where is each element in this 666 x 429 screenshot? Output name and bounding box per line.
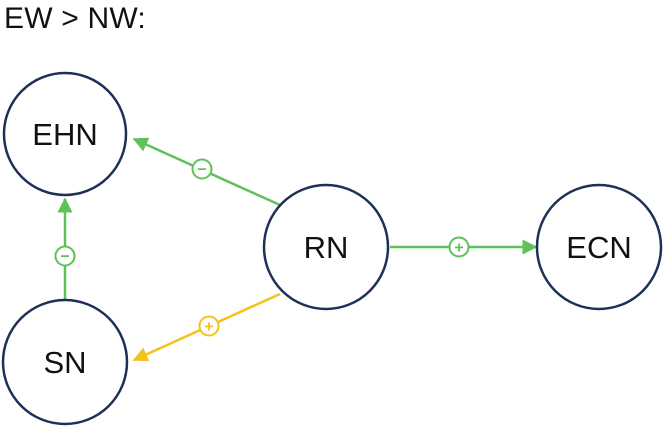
edge-sn-to-ehn: − xyxy=(54,197,76,300)
diagram-title: EW > NW: xyxy=(4,2,146,35)
minus-sign-icon xyxy=(191,158,213,180)
node-ehn: EHN xyxy=(2,71,128,197)
node-sn: SN xyxy=(1,298,129,426)
edge-sign-label: + xyxy=(454,240,463,257)
edge-rn-to-ecn: + xyxy=(390,236,538,258)
minus-sign-icon xyxy=(54,245,76,267)
node-sn-label: SN xyxy=(43,345,86,380)
node-rn-label: RN xyxy=(304,230,349,265)
edge-sign-label: + xyxy=(204,319,213,336)
edge-rn-to-sn: + xyxy=(132,292,281,362)
edge-sign-label: − xyxy=(197,162,206,179)
node-ecn-label: ECN xyxy=(566,230,631,265)
node-ecn: ECN xyxy=(535,183,663,311)
edge-rn-to-ehn: − xyxy=(132,137,281,207)
node-ehn-label: EHN xyxy=(32,117,97,152)
node-rn: RN xyxy=(262,183,390,311)
plus-sign-icon xyxy=(448,236,470,258)
plus-sign-icon xyxy=(198,315,220,337)
edge-sign-label: − xyxy=(60,249,69,266)
